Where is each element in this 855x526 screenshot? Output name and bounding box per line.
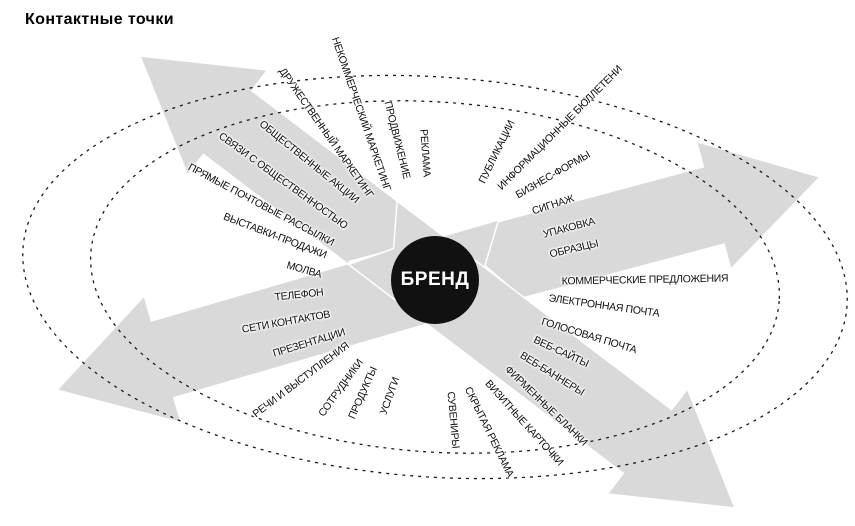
brand-hub-label: БРЕНД [400,269,470,290]
touchpoint-label: УСЛУГИ [377,375,403,417]
touchpoint-label: СИГНАЖ [530,192,576,218]
dashed-orbit-ellipses [22,74,848,480]
brand-hub-circle: БРЕНД [391,236,479,324]
page-title: Контактные точки [25,11,174,28]
orbit-ellipse [22,74,848,480]
orbit-ellipse [89,100,781,454]
touchpoint-label: КОММЕРЧЕСКИЕ ПРЕДЛОЖЕНИЯ [561,272,729,288]
touchpoint-label: СУВЕНИРЫ [444,391,462,449]
touchpoint-label: ЭЛЕКТРОННАЯ ПОЧТА [547,292,661,320]
touchpoint-label: РЕЧИ И ВЫСТУПЛЕНИЯ [250,339,352,421]
touchpoint-label: ОБРАЗЦЫ [548,237,600,261]
touchpoint-label: МОЛВА [285,259,323,281]
touchpoint-label: РЕКЛАМА [417,128,433,178]
touchpoint-label: УПАКОВКА [541,215,597,241]
touchpoint-label: ТЕЛЕФОН [274,286,324,304]
touchpoint-label: СЕТИ КОНТАКТОВ [240,308,332,336]
